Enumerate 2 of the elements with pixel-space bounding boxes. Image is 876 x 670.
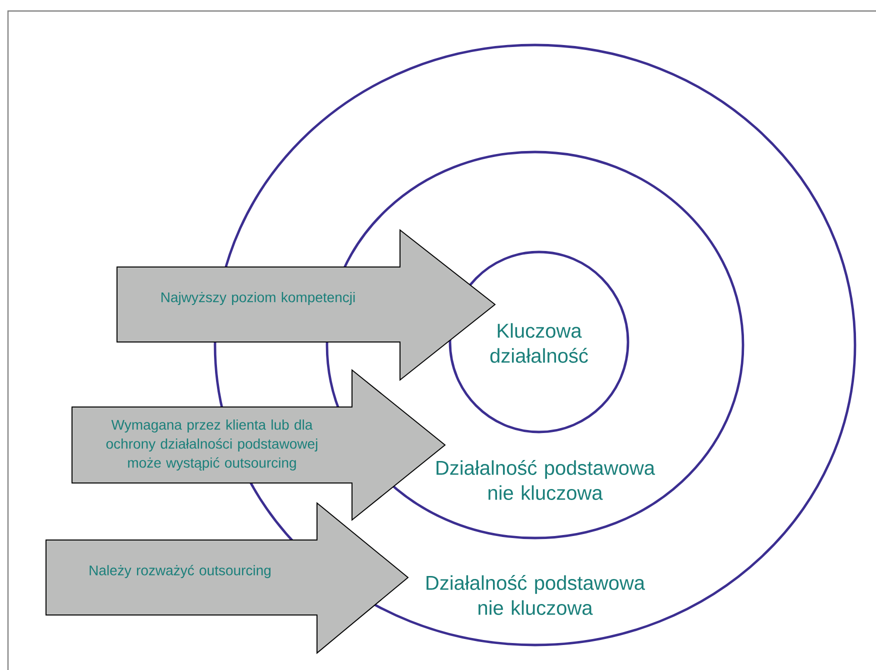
arrow-shaped-box: Należy rozważyć outsourcing (46, 502, 409, 654)
ring-label: Działalność podstawowa nie kluczowa (426, 575, 645, 615)
